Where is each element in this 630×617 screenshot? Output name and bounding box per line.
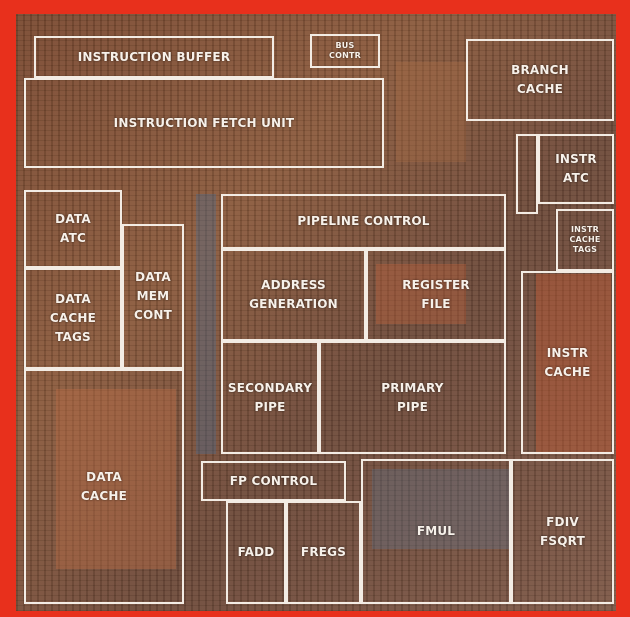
data-atc-label: DATA ATC bbox=[55, 212, 91, 245]
data-mem-cont-label: DATA MEM CONT bbox=[133, 270, 173, 322]
data-mem-cont-block: DATA MEM CONT bbox=[122, 224, 184, 369]
bus-control-label: BUS CONTR bbox=[329, 41, 361, 60]
instr-cache-tags-block: INSTR CACHE TAGS bbox=[556, 209, 614, 271]
data-cache-tags-label: DATA CACHE TAGS bbox=[49, 292, 97, 344]
instruction-buffer-block: INSTRUCTION BUFFER bbox=[34, 36, 274, 78]
processor-die: INSTRUCTION BUFFER BUS CONTR BRANCH CACH… bbox=[16, 14, 616, 611]
register-file-block: REGISTER FILE bbox=[366, 249, 506, 341]
bus-control-block: BUS CONTR bbox=[310, 34, 380, 68]
data-cache-tags-block: DATA CACHE TAGS bbox=[24, 268, 122, 369]
vertical-strip-block bbox=[516, 134, 538, 214]
data-cache-block: DATA CACHE bbox=[24, 369, 184, 604]
fp-control-label: FP CONTROL bbox=[229, 473, 318, 488]
texture-patch bbox=[536, 274, 611, 454]
data-cache-label: DATA CACHE bbox=[80, 469, 128, 503]
fdiv-fsqrt-label: FDIV FSQRT bbox=[540, 514, 585, 548]
secondary-pipe-block: SECONDARY PIPE bbox=[221, 341, 319, 454]
instr-cache-label: INSTR CACHE bbox=[544, 345, 591, 379]
secondary-pipe-label: SECONDARY PIPE bbox=[227, 380, 313, 414]
branch-cache-block: BRANCH CACHE bbox=[466, 39, 614, 121]
branch-cache-label: BRANCH CACHE bbox=[511, 63, 569, 96]
texture-patch bbox=[376, 264, 466, 324]
register-file-label: REGISTER FILE bbox=[402, 278, 470, 311]
texture-patch bbox=[396, 62, 466, 162]
fp-control-block: FP CONTROL bbox=[201, 461, 346, 501]
instr-cache-block: INSTR CACHE bbox=[521, 271, 614, 454]
instruction-fetch-unit-label: INSTRUCTION FETCH UNIT bbox=[113, 115, 295, 130]
pipeline-control-block: PIPELINE CONTROL bbox=[221, 194, 506, 249]
fadd-block: FADD bbox=[226, 501, 286, 604]
fmul-label: FMUL bbox=[416, 524, 456, 538]
address-generation-label: ADDRESS GENERATION bbox=[249, 278, 338, 311]
instruction-buffer-label: INSTRUCTION BUFFER bbox=[77, 49, 231, 64]
instruction-fetch-unit-block: INSTRUCTION FETCH UNIT bbox=[24, 78, 384, 168]
texture-patch bbox=[196, 194, 216, 454]
texture-patch bbox=[372, 469, 512, 549]
data-atc-block: DATA ATC bbox=[24, 190, 122, 268]
primary-pipe-block: PRIMARY PIPE bbox=[319, 341, 506, 454]
fdiv-fsqrt-block: FDIV FSQRT bbox=[511, 459, 614, 604]
pipeline-control-label: PIPELINE CONTROL bbox=[297, 214, 430, 228]
fregs-label: FREGS bbox=[300, 545, 347, 559]
fmul-block: FMUL bbox=[361, 459, 511, 604]
fadd-label: FADD bbox=[237, 545, 275, 559]
instr-cache-tags-label: INSTR CACHE TAGS bbox=[569, 225, 601, 254]
address-generation-block: ADDRESS GENERATION bbox=[221, 249, 366, 341]
instr-atc-label: INSTR ATC bbox=[555, 152, 597, 185]
texture-patch bbox=[56, 389, 176, 569]
instr-atc-block: INSTR ATC bbox=[538, 134, 614, 204]
primary-pipe-label: PRIMARY PIPE bbox=[381, 380, 444, 414]
fregs-block: FREGS bbox=[286, 501, 361, 604]
